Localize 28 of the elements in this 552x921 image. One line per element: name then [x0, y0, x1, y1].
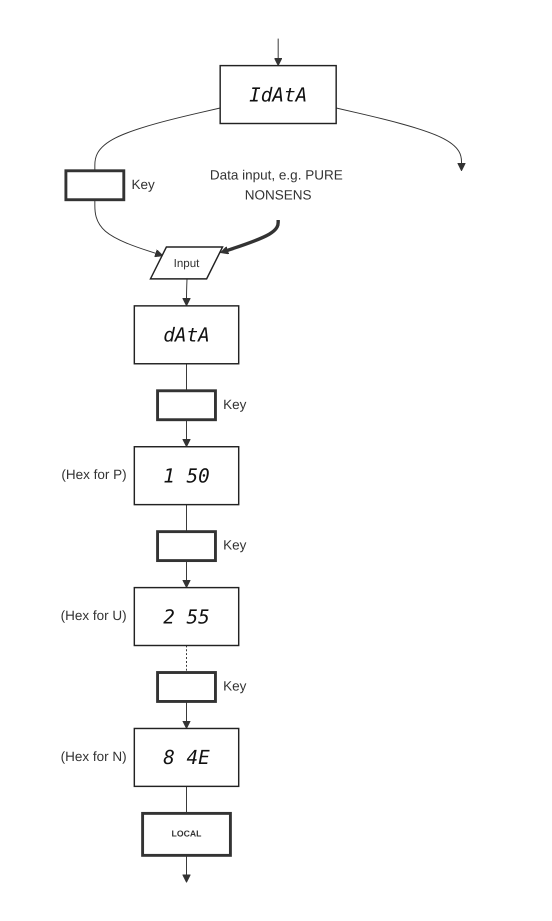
input-note: Data input, e.g. PURE NONSENS — [210, 166, 344, 203]
hex-caption: (Hex for P) — [62, 467, 128, 482]
arrow — [182, 854, 192, 883]
display-box: 1 50 — [134, 446, 240, 506]
arrow — [94, 199, 164, 258]
arrow — [274, 38, 283, 66]
display-box: 8 4E — [134, 728, 240, 788]
key-caption: Key — [224, 538, 247, 553]
key-button — [156, 671, 218, 703]
arrow — [182, 278, 192, 306]
arrow — [182, 700, 192, 729]
arrow — [220, 220, 280, 254]
arrow — [182, 419, 192, 448]
key-caption: Key — [132, 176, 156, 192]
key-button — [156, 389, 218, 422]
arrow — [182, 560, 192, 588]
input-parallelogram: Input — [150, 246, 224, 280]
key-button — [64, 169, 126, 202]
display-box: dAtA — [134, 305, 240, 364]
hex-caption: (Hex for U) — [61, 608, 128, 624]
arrow — [336, 108, 466, 172]
display-box: IdAtA — [220, 64, 338, 124]
hex-caption: (Hex for N) — [61, 748, 128, 764]
key-button — [156, 530, 218, 562]
key-button: LOCAL — [142, 812, 232, 857]
display-box: 2 55 — [134, 586, 240, 646]
key-caption: Key — [224, 678, 247, 694]
key-caption: Key — [224, 396, 247, 412]
